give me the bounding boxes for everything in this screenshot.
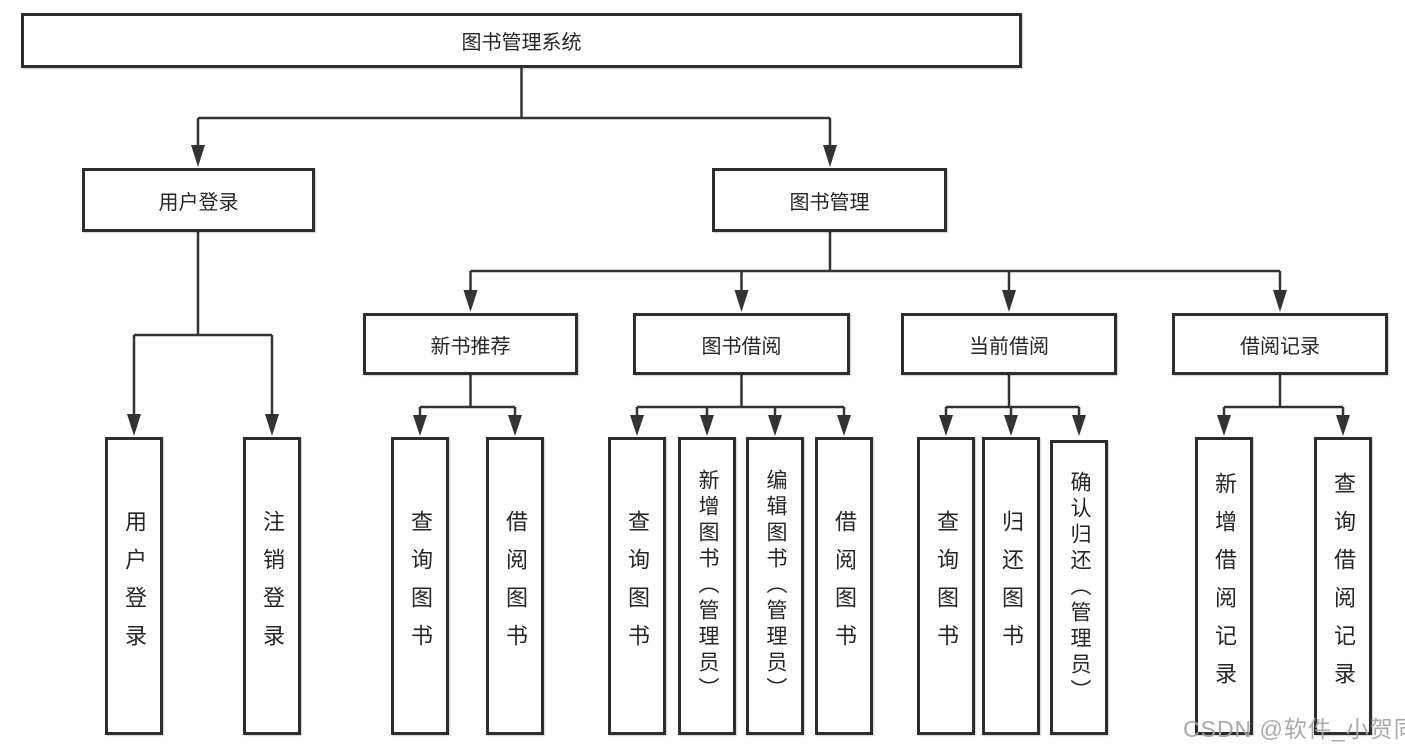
node-label: 当前借阅 (969, 335, 1049, 358)
node-label: 查询图书 (934, 510, 959, 662)
node-label: 借阅记录 (1240, 335, 1320, 358)
leaf-query-books-current: 查询图书 (917, 437, 975, 735)
leaf-user-login: 用户登录 (105, 437, 163, 735)
node-label: 用户登录 (158, 191, 239, 214)
node-label: 图书管理 (789, 191, 870, 214)
node-label: 用户登录 (122, 510, 147, 662)
node-new-book-recommend: 新书推荐 (363, 313, 578, 375)
node-label: 查询图书 (625, 510, 650, 662)
leaf-query-borrow-record: 查询借阅记录 (1314, 437, 1372, 735)
node-label: 借阅图书 (503, 510, 528, 662)
node-current-borrowing: 当前借阅 (901, 313, 1117, 375)
node-root: 图书管理系统 (21, 13, 1022, 68)
leaf-return-books: 归还图书 (982, 437, 1040, 735)
leaf-confirm-return-admin: 确认归还（管理员） (1050, 440, 1108, 735)
node-label: 编辑图书（管理员） (764, 469, 787, 703)
leaf-query-books-borrow: 查询图书 (608, 437, 666, 735)
node-user-login: 用户登录 (82, 168, 315, 232)
arrowheads (127, 145, 1350, 436)
node-label: 图书管理系统 (461, 32, 582, 54)
leaf-logout: 注销登录 (243, 437, 301, 735)
leaf-add-book-admin: 新增图书（管理员） (678, 437, 736, 735)
node-label: 图书借阅 (701, 335, 782, 358)
leaf-borrow-books: 借阅图书 (815, 437, 873, 735)
node-book-borrowing: 图书借阅 (633, 313, 850, 375)
node-label: 新书推荐 (430, 335, 511, 358)
node-label: 注销登录 (260, 510, 285, 662)
csdn-watermark: CSDN @软件_小贺同学 (1183, 716, 1405, 742)
node-book-management: 图书管理 (712, 168, 947, 232)
node-label: 归还图书 (999, 510, 1024, 662)
leaf-add-borrow-record: 新增借阅记录 (1195, 437, 1253, 735)
node-label: 借阅图书 (832, 510, 857, 662)
node-label: 新增图书（管理员） (696, 469, 719, 703)
leaf-edit-book-admin: 编辑图书（管理员） (746, 437, 804, 735)
node-label: 新增借阅记录 (1212, 472, 1237, 700)
leaf-borrow-books-recommend: 借阅图书 (486, 437, 544, 735)
node-borrowing-records: 借阅记录 (1172, 313, 1388, 375)
leaf-query-books-recommend: 查询图书 (391, 437, 449, 735)
node-label: 确认归还（管理员） (1068, 470, 1091, 705)
node-label: 查询借阅记录 (1331, 472, 1356, 700)
node-label: 查询图书 (408, 510, 433, 662)
